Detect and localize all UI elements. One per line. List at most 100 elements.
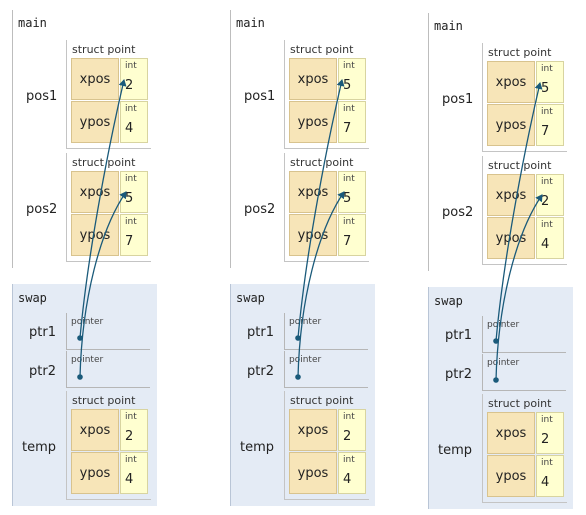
swap-frame-label: swap xyxy=(18,291,47,305)
temp-xpos-value: int 2 xyxy=(536,412,564,454)
temp-struct xyxy=(482,394,567,503)
pos2-ypos-value: int 7 xyxy=(120,214,148,256)
ptr2-name: ptr2 xyxy=(29,364,56,379)
temp-xpos-val: 2 xyxy=(541,432,550,447)
ptr1-name: ptr1 xyxy=(29,325,56,340)
pos1-xpos-type: int xyxy=(125,61,137,71)
memory-diagram-panel-3: main pos1 struct point xpos int 5 ypos i… xyxy=(416,3,586,515)
temp-xpos-type: int xyxy=(125,412,137,422)
pos2-name: pos2 xyxy=(244,202,276,217)
ptr1-box: pointer xyxy=(66,313,150,350)
pos2-ypos-name: ypos xyxy=(289,214,337,256)
ptr1-type: pointer xyxy=(289,317,322,327)
temp-xpos-name: xpos xyxy=(487,412,535,454)
ptr2-type: pointer xyxy=(487,358,520,368)
pos2-ypos-val: 7 xyxy=(343,234,352,249)
ptr2-box: pointer xyxy=(66,351,150,388)
temp-ypos-val: 4 xyxy=(125,472,134,487)
ptr2-name: ptr2 xyxy=(247,364,274,379)
pos1-xpos-type: int xyxy=(343,61,355,71)
pos1-ypos-value: int 4 xyxy=(120,101,148,143)
pos1-struct-type: struct point xyxy=(72,43,136,56)
pos1-struct-type: struct point xyxy=(488,46,552,59)
memory-diagram-panel-2: main pos1 struct point xpos int 5 ypos i… xyxy=(218,0,586,512)
pos1-xpos-value: int 2 xyxy=(120,58,148,100)
temp-ypos-val: 4 xyxy=(343,472,352,487)
pos2-ypos-type: int xyxy=(125,217,137,227)
pos1-xpos-value: int 5 xyxy=(338,58,366,100)
pos2-xpos-type: int xyxy=(343,174,355,184)
pos2-struct-type: struct point xyxy=(72,156,136,169)
ptr1-name: ptr1 xyxy=(247,325,274,340)
main-frame-label: main xyxy=(18,16,47,30)
temp-xpos-value: int 2 xyxy=(120,409,148,451)
pos2-xpos-val: 5 xyxy=(125,191,134,206)
pos2-xpos-value: int 5 xyxy=(120,171,148,213)
pos1-ypos-value: int 7 xyxy=(338,101,366,143)
pos1-xpos-type: int xyxy=(541,64,553,74)
ptr2-type: pointer xyxy=(71,355,104,365)
temp-struct xyxy=(284,391,369,500)
pos1-xpos-name: xpos xyxy=(289,58,337,100)
pos1-xpos-val: 2 xyxy=(125,78,134,93)
temp-struct-type: struct point xyxy=(290,394,354,407)
temp-struct-type: struct point xyxy=(72,394,136,407)
pos2-ypos-type: int xyxy=(541,220,553,230)
temp-xpos-val: 2 xyxy=(125,429,134,444)
pos1-ypos-name: ypos xyxy=(487,104,535,146)
temp-ypos-value: int 4 xyxy=(536,455,564,497)
temp-name: temp xyxy=(240,440,275,455)
temp-ypos-type: int xyxy=(541,458,553,468)
temp-struct xyxy=(66,391,151,500)
pos1-xpos-val: 5 xyxy=(541,81,550,96)
pos2-ypos-val: 7 xyxy=(125,234,134,249)
ptr2-box: pointer xyxy=(482,354,566,391)
ptr1-name: ptr1 xyxy=(445,328,472,343)
main-frame xyxy=(230,10,373,268)
ptr2-box: pointer xyxy=(284,351,368,388)
pos1-xpos-val: 5 xyxy=(343,78,352,93)
pos2-xpos-name: xpos xyxy=(71,171,119,213)
swap-frame-label: swap xyxy=(236,291,265,305)
pos2-struct-type: struct point xyxy=(488,159,552,172)
temp-ypos-type: int xyxy=(343,455,355,465)
temp-ypos-value: int 4 xyxy=(120,452,148,494)
pos2-ypos-value: int 7 xyxy=(338,214,366,256)
pos1-ypos-val: 4 xyxy=(125,121,134,136)
main-frame-label: main xyxy=(236,16,265,30)
pos1-ypos-name: ypos xyxy=(289,101,337,143)
pos1-ypos-val: 7 xyxy=(541,124,550,139)
pos2-ypos-name: ypos xyxy=(71,214,119,256)
pos2-ypos-name: ypos xyxy=(487,217,535,259)
pos1-struct-type: struct point xyxy=(290,43,354,56)
ptr1-type: pointer xyxy=(487,320,520,330)
pos1-name: pos1 xyxy=(244,89,276,104)
pos2-struct-type: struct point xyxy=(290,156,354,169)
main-frame-label: main xyxy=(434,19,463,33)
pos1-ypos-type: int xyxy=(343,104,355,114)
pos1-xpos-name: xpos xyxy=(71,58,119,100)
pos1-ypos-val: 7 xyxy=(343,121,352,136)
main-frame xyxy=(428,13,571,271)
temp-ypos-type: int xyxy=(125,455,137,465)
pos2-xpos-value: int 2 xyxy=(536,174,564,216)
pos2-ypos-type: int xyxy=(343,217,355,227)
pos1-name: pos1 xyxy=(442,92,474,107)
temp-name: temp xyxy=(438,443,473,458)
pos2-name: pos2 xyxy=(442,205,474,220)
temp-name: temp xyxy=(22,440,57,455)
pos2-name: pos2 xyxy=(26,202,58,217)
pos2-xpos-type: int xyxy=(125,174,137,184)
pos2-xpos-val: 5 xyxy=(343,191,352,206)
pos2-xpos-val: 2 xyxy=(541,194,550,209)
pos1-xpos-value: int 5 xyxy=(536,61,564,103)
pos1-xpos-name: xpos xyxy=(487,61,535,103)
ptr2-type: pointer xyxy=(289,355,322,365)
temp-ypos-name: ypos xyxy=(487,455,535,497)
temp-xpos-name: xpos xyxy=(71,409,119,451)
temp-ypos-name: ypos xyxy=(289,452,337,494)
pos1-ypos-type: int xyxy=(541,107,553,117)
pos1-ypos-name: ypos xyxy=(71,101,119,143)
temp-struct-type: struct point xyxy=(488,397,552,410)
